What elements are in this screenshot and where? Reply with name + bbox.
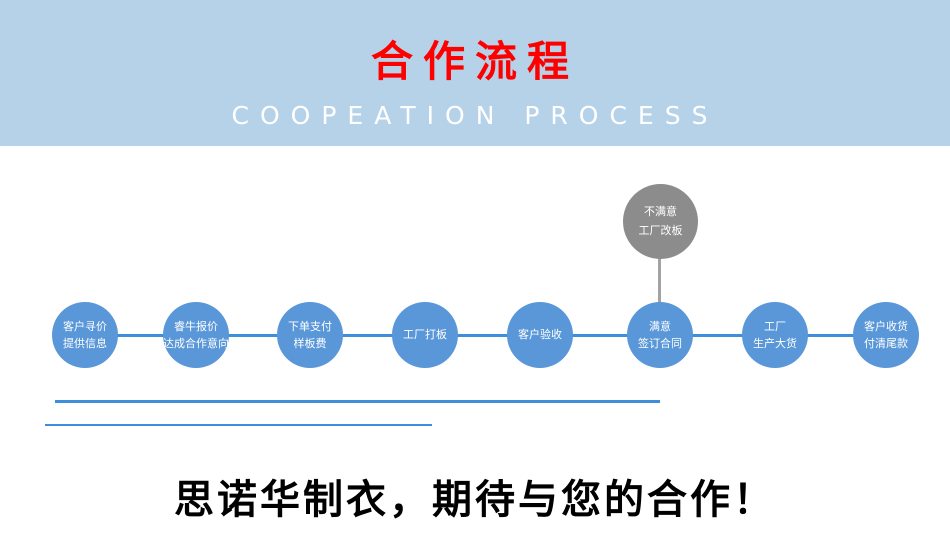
flow-step-label: 客户寻价	[63, 319, 107, 333]
flow-step-5-circle: 客户验收	[507, 302, 573, 368]
flow-step-3-circle: 下单支付 样板费	[277, 302, 343, 368]
decorative-line-short	[45, 424, 432, 426]
flow-step-label: 下单支付	[288, 319, 332, 333]
flow-step-7-circle: 工厂 生产大货	[742, 302, 808, 368]
flow-step-label: 客户收货	[864, 319, 908, 333]
flow-step-4-circle: 工厂打板	[392, 302, 458, 368]
flow-step-label: 客户验收	[518, 328, 562, 342]
flow-step-label: 签订合同	[638, 337, 682, 350]
flow-node-label: 工厂改板	[638, 223, 683, 237]
flow-node-unsatisfied: 不满意 工厂改板	[623, 184, 698, 259]
header-banner: 合作流程 COOPEATION PROCESS	[0, 0, 950, 146]
flow-main-line	[85, 334, 886, 337]
flow-node-label: 不满意	[644, 204, 677, 218]
flow-step-label: 生产大货	[753, 337, 797, 350]
page-title: 合作流程	[370, 37, 579, 86]
flow-step-label: 付清尾款	[864, 337, 908, 350]
branch-connector-line	[658, 255, 661, 307]
flow-step-label: 提供信息	[63, 337, 107, 350]
flow-step-6-circle: 满意 签订合同	[627, 302, 693, 368]
flow-step-label: 工厂	[764, 319, 786, 333]
page-subtitle: COOPEATION PROCESS	[231, 101, 719, 130]
flow-step-label: 达成合作意向	[163, 337, 229, 350]
flow-step-8-circle: 客户收货 付清尾款	[853, 302, 919, 368]
flow-step-2-circle: 睿牛报价 达成合作意向	[163, 302, 229, 368]
flow-step-label: 样板费	[293, 337, 327, 350]
flow-step-label: 工厂打板	[403, 328, 447, 342]
flow-step-label: 睿牛报价	[174, 319, 218, 333]
decorative-line-long	[55, 400, 660, 403]
flow-step-label: 满意	[649, 319, 671, 333]
flow-step-1-circle: 客户寻价 提供信息	[52, 302, 118, 368]
footer-slogan: 思诺华制衣，期待与您的合作！	[174, 477, 776, 523]
